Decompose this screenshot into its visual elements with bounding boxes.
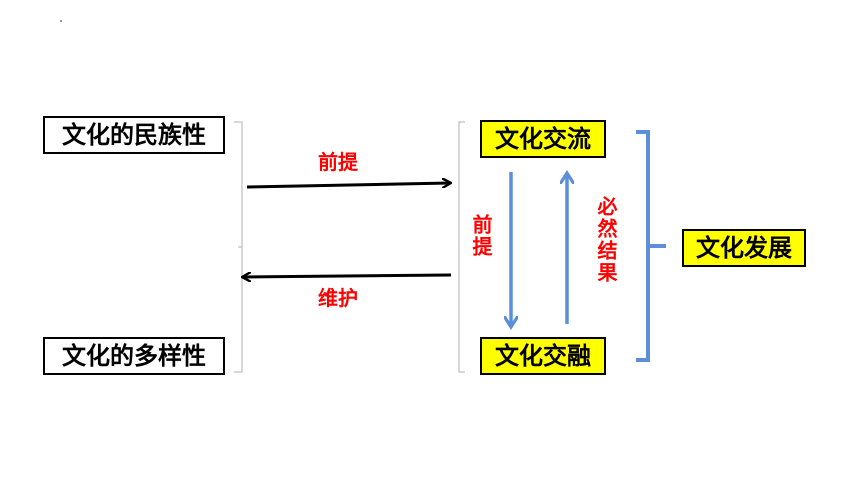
node-fazhan: 文化发展	[682, 229, 806, 267]
node-jiaoliu-label: 文化交流	[495, 125, 591, 153]
node-fazhan-label: 文化发展	[696, 234, 792, 262]
left-bracket	[234, 121, 243, 373]
label-biran-jieguo: 必然结果	[594, 196, 618, 284]
label-qianti-top: 前提	[318, 150, 358, 174]
node-jiaoliu: 文化交流	[480, 120, 606, 158]
right-brace	[636, 130, 666, 362]
node-jiaorong: 文化交融	[480, 337, 606, 375]
middle-bracket	[458, 121, 465, 373]
node-duoyang: 文化的多样性	[43, 337, 225, 375]
label-qianti-vertical: 前提	[469, 214, 493, 258]
corner-dot	[60, 20, 62, 22]
arrow-right	[246, 183, 450, 189]
node-jiaorong-label: 文化交融	[495, 342, 591, 370]
arrow-left	[243, 275, 452, 277]
node-minzu-label: 文化的民族性	[62, 121, 206, 149]
node-duoyang-label: 文化的多样性	[62, 342, 206, 370]
label-weihu: 维护	[318, 286, 358, 310]
node-minzu: 文化的民族性	[43, 116, 225, 154]
